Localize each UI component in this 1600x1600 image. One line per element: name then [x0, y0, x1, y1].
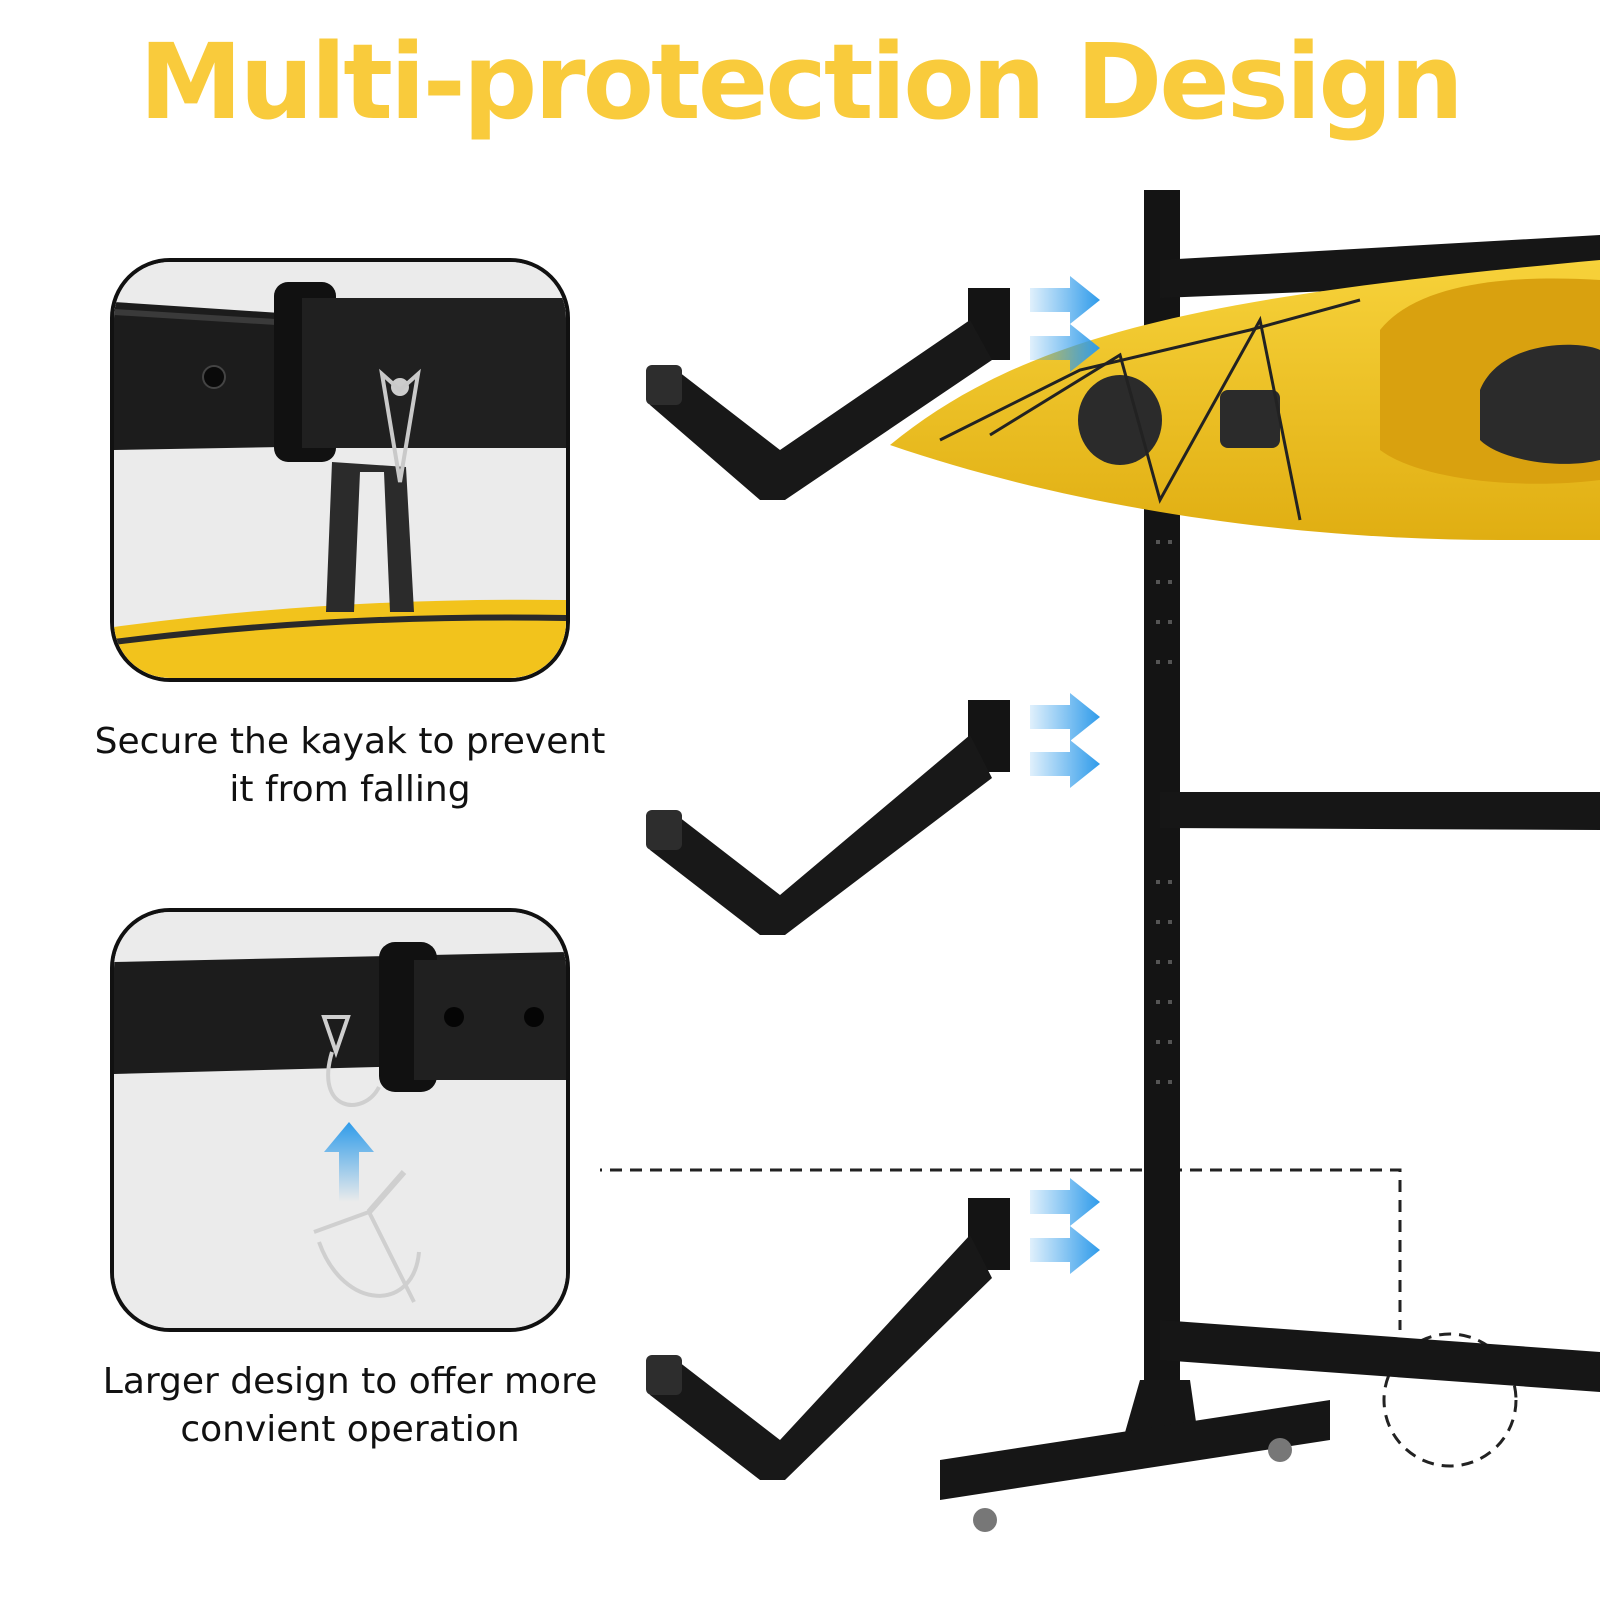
dashed-connector — [600, 1168, 1402, 1330]
caster-wheel — [973, 1508, 997, 1532]
kayak-rack-illustration — [600, 190, 1600, 1532]
caster-wheel — [1268, 1438, 1292, 1462]
arrow-right-icon — [1030, 693, 1100, 788]
crossbar-middle — [1160, 792, 1600, 830]
detail-panel-strap — [110, 258, 570, 682]
caption-line: Secure the kayak to prevent — [94, 721, 606, 762]
strap-clip-detail-icon — [114, 262, 566, 678]
arrow-right-icon — [1030, 1178, 1100, 1274]
caption-secure: Secure the kayak to prevent it from fall… — [60, 718, 640, 814]
rack-arm-middle — [646, 700, 1010, 935]
page-title: Multi-protection Design — [139, 21, 1464, 143]
lock-pin-detail-icon — [114, 912, 566, 1328]
crossbar-bottom — [1160, 1320, 1600, 1392]
detail-panel-pin — [110, 908, 570, 1332]
caption-line: it from falling — [229, 769, 471, 810]
arrow-right-icon — [1030, 276, 1100, 372]
rack-arm-top — [646, 288, 1010, 500]
caption-larger: Larger design to offer more convient ope… — [60, 1358, 640, 1454]
rack-base — [940, 1400, 1330, 1500]
detail-callout-circle — [1382, 1332, 1518, 1468]
rack-arm-bottom — [646, 1198, 1010, 1480]
caption-line: convient operation — [180, 1409, 520, 1450]
caption-line: Larger design to offer more — [102, 1361, 598, 1402]
